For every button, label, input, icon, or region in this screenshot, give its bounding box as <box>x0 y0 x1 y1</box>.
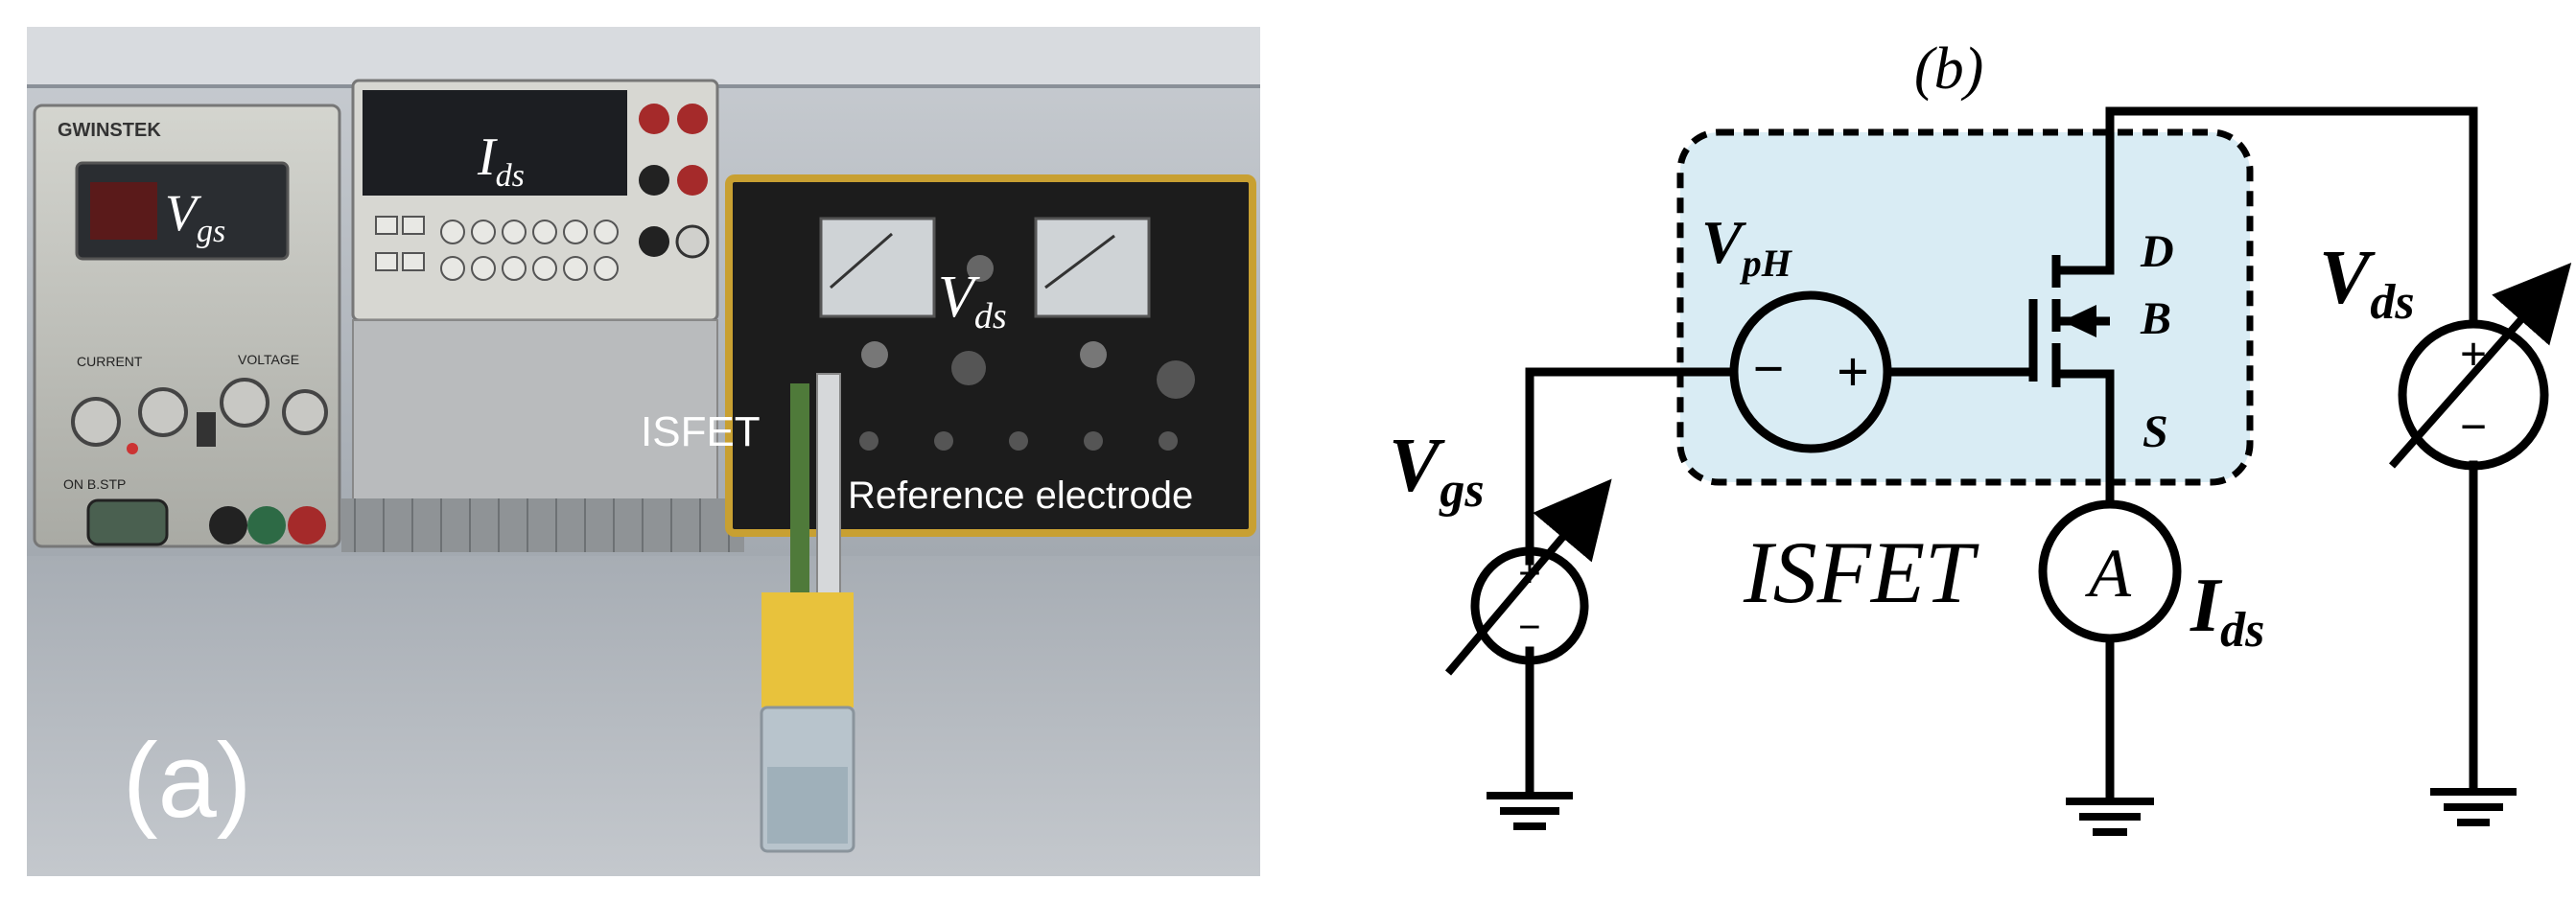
beaker-tape <box>761 592 854 707</box>
ground-symbol <box>2066 798 2154 836</box>
terminal-red <box>288 506 326 544</box>
vds-source: + − <box>2389 263 2572 471</box>
voltage-label: VOLTAGE <box>238 352 299 367</box>
panel-a-label: (a) <box>123 722 251 840</box>
bulk-label: B <box>2140 293 2171 344</box>
knob <box>138 387 188 437</box>
vgs-label: Vgs <box>1389 424 1485 518</box>
analog-gauge <box>819 217 936 318</box>
vds-photo-label: Vds <box>938 265 1007 336</box>
table-surface <box>27 556 1260 876</box>
drain-label: D <box>2140 226 2174 277</box>
vph-plus-sign: + <box>1837 340 1869 404</box>
ammeter-label: A <box>2085 535 2132 612</box>
analog-meter-box: Vds <box>725 174 1256 537</box>
knob <box>220 378 269 428</box>
ids-photo-label: Ids <box>477 127 525 194</box>
panel-b-label: (b) <box>1914 36 1983 102</box>
knob <box>71 397 121 447</box>
vds-label: Vds <box>2319 236 2415 330</box>
reference-electrode <box>816 373 841 605</box>
panel-b-circuit: (b) D B S <box>1389 36 2572 836</box>
vgs-minus-sign: − <box>1518 606 1541 650</box>
ground-symbol <box>1487 792 1573 830</box>
multimeter-display <box>363 90 627 196</box>
isfet-board <box>790 383 809 596</box>
knob <box>282 389 328 435</box>
power-switch <box>86 498 169 546</box>
vph-source: − + <box>1729 290 1892 453</box>
vph-label: VpH <box>1701 208 1793 285</box>
ammeter: A <box>2038 499 2182 643</box>
vgs-source: + − <box>1444 478 1612 676</box>
panel-a-photo: GWINSTEK Vgs CURRENT VOLTAGE ON B.STP Id… <box>27 27 1260 876</box>
reference-electrode-label: Reference electrode <box>848 475 1193 517</box>
circuit-wires <box>1525 106 2478 802</box>
vph-minus-sign: − <box>1752 337 1784 400</box>
vds-variable-arrow <box>2389 263 2572 469</box>
power-supply: GWINSTEK Vgs CURRENT VOLTAGE ON B.STP <box>33 104 341 548</box>
analog-gauge <box>1034 217 1151 318</box>
beaker-setup <box>760 373 855 853</box>
terminal-black <box>209 506 247 544</box>
isfet-photo-label: ISFET <box>641 408 761 455</box>
bulk-arrow <box>2062 305 2096 337</box>
wall-strip <box>27 27 1260 84</box>
multimeter: Ids <box>341 79 744 552</box>
vgs-photo-label: Vgs <box>165 184 225 249</box>
supply-footer: ON B.STP <box>63 476 126 492</box>
ground-symbol <box>2430 788 2517 826</box>
ids-label: Ids <box>2190 564 2264 658</box>
terminal-green <box>247 506 286 544</box>
brand-label: GWINSTEK <box>58 120 161 141</box>
isfet-circuit-label: ISFET <box>1743 523 1979 621</box>
vgs-variable-arrow <box>1444 478 1612 676</box>
vds-minus-sign: − <box>2460 400 2488 453</box>
current-label: CURRENT <box>77 354 143 369</box>
source-label: S <box>2143 406 2168 457</box>
